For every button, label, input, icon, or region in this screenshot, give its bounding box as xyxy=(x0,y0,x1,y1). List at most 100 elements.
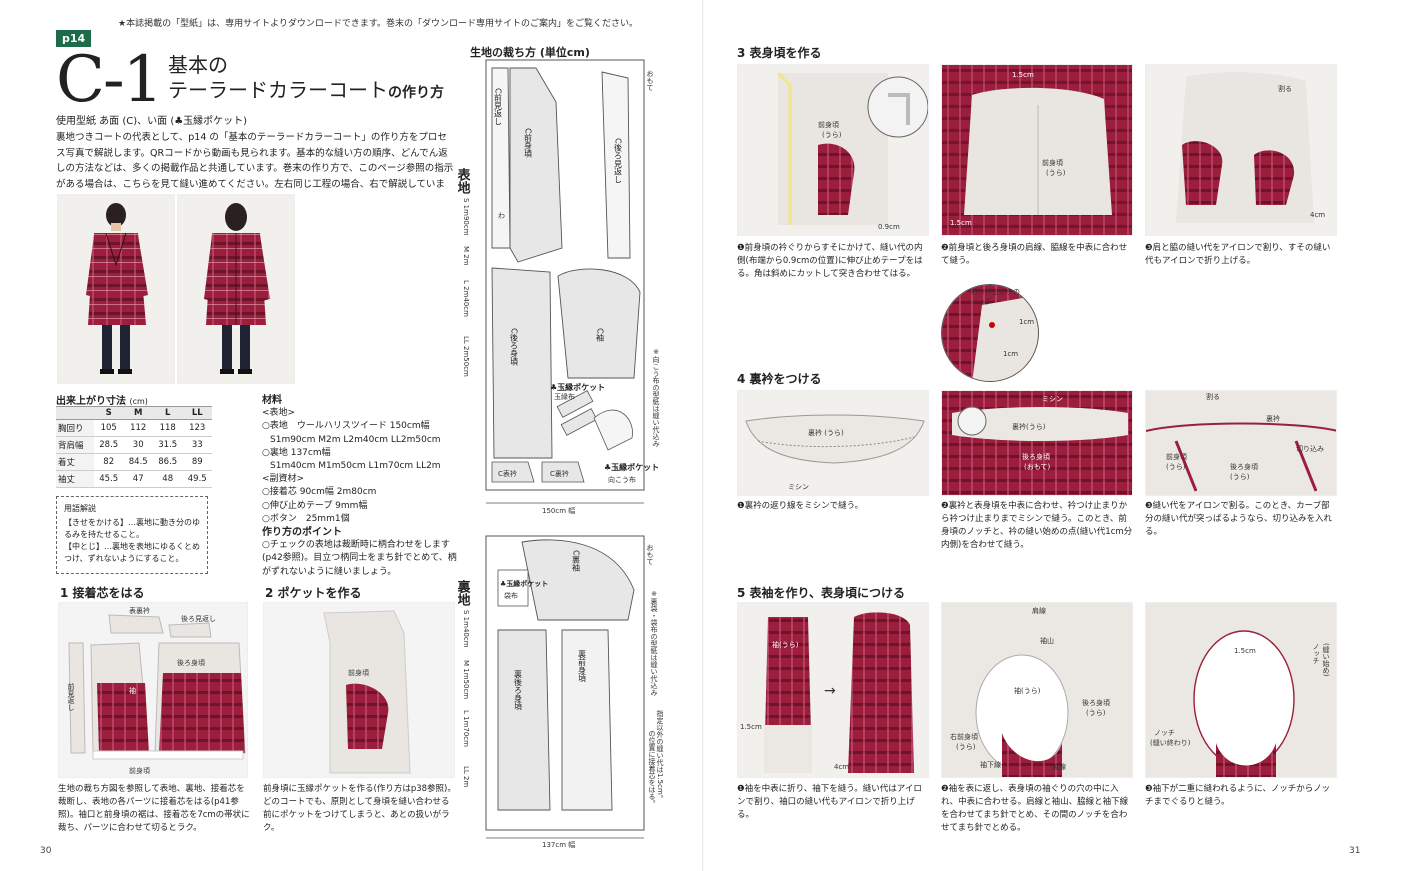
pattern-usage: 使用型紙 あ面 (C)、い面 (♣玉縁ポケット) xyxy=(56,116,248,127)
s4b-label: ミシン xyxy=(1042,395,1063,403)
points-section: 作り方のポイント ○チェックの表地は裁断時に柄合わせをします(p42参照)。目立… xyxy=(262,526,462,579)
model-back-photo xyxy=(177,194,295,384)
s5b-label: 脇線 xyxy=(1052,762,1066,771)
step3b-illustration: 1.5cm 前身頃 (うら) 1.5cm xyxy=(942,65,1132,235)
s5b-label: 肩線 xyxy=(1032,606,1046,615)
s4b-label: 後ろ身頃 xyxy=(1022,452,1050,461)
s4a-label: ミシン xyxy=(788,483,809,491)
outer-fabric-label: 表地 xyxy=(458,167,471,195)
s3b-label: 前身頃 xyxy=(1042,158,1063,167)
step5c-caption: ❸袖下が二重に縫われるように、ノッチからノッチまでぐるりと縫う。 xyxy=(1145,784,1331,807)
step2-text: 前身頃に玉縁ポケットを作る(作り方はp38参照)。どのコートでも、原則として身頃… xyxy=(263,784,456,833)
step4a-caption: ❶裏衿の返り線をミシンで縫う。 xyxy=(737,501,864,511)
s4b-label: 裏衿(うら) xyxy=(1012,422,1046,431)
step5a-photo: → 袖(うら) 1.5cm 4cm xyxy=(737,602,929,778)
s4c-label: 後ろ身頃 xyxy=(1230,462,1258,471)
label-pocket-bag: 向こう布 xyxy=(608,475,636,484)
table-cell: 112 xyxy=(123,419,153,437)
size-header-cell: S xyxy=(93,406,124,420)
s3c-label: 4cm xyxy=(1310,211,1325,219)
materials-line: <副資材> xyxy=(262,474,305,485)
materials-line: ○伸び止めテープ 9mm幅 xyxy=(262,500,368,511)
points-title: 作り方のポイント xyxy=(262,527,342,538)
title-suffix: の作り方 xyxy=(388,85,444,101)
outer-size: LL 2m50cm xyxy=(462,336,470,377)
pattern-piece-pocket xyxy=(556,390,594,418)
table-cell: 45.5 xyxy=(93,470,124,488)
glossary-title: 用語解説 xyxy=(64,504,96,513)
size-table-header: S M L LL xyxy=(56,406,212,420)
lining-width-label: 137cm 幅 xyxy=(542,840,575,849)
table-cell: 86.5 xyxy=(152,453,183,471)
table-cell: 33 xyxy=(182,436,212,454)
s5c-label: ノッチ xyxy=(1154,729,1175,737)
materials-title: 材料 xyxy=(262,395,282,406)
gutter xyxy=(702,0,704,871)
step5b-caption: ❷袖を表に返し、表身頃の袖ぐりの穴の中に入れ、中表に合わせる。肩線と袖山、脇線と… xyxy=(941,784,1129,833)
s3b-label: (うら) xyxy=(1046,169,1066,177)
s5b-label: 後ろ身頃 xyxy=(1082,698,1110,707)
label-collar-top: C表衿 xyxy=(498,469,517,478)
outer-size: S 1m90cm xyxy=(462,198,470,236)
step5a-illustration: → 袖(うら) 1.5cm 4cm xyxy=(740,612,914,773)
pattern-piece-facing xyxy=(491,67,511,249)
step1-heading: 1 接着芯をはる xyxy=(60,586,145,600)
lining-size: LL 2m xyxy=(462,766,470,787)
size-header-cell: M xyxy=(123,406,153,420)
s3d-label: 1cm xyxy=(1019,318,1034,326)
size-header-cell xyxy=(56,406,94,420)
page-title: 基本の テーラードカラーコートの作り方 xyxy=(168,53,444,106)
step5-heading: 5 表袖を作り、表身頃につける xyxy=(737,586,906,600)
s1-label: 袖 xyxy=(129,686,136,695)
s5b-label: 右前身頃 xyxy=(950,732,978,741)
lining-piece-pocket-bag xyxy=(497,569,529,607)
cutting-note2: ※裏袋・袋布の型紙は縫い代込み xyxy=(650,590,658,696)
label-back-facing: C後ろ見返し xyxy=(614,138,623,184)
step5b-photo: 肩線 袖山 袖(うら) 後ろ身頃 (うら) 右前身頃 (うら) 袖下線 脇線 xyxy=(941,602,1133,778)
cutting-note1: ※向こう布の型紙は縫い代込み xyxy=(652,348,660,447)
page-reference-tag: p14 xyxy=(56,30,92,47)
s1-label: 後ろ見返し xyxy=(181,614,216,623)
s5b-label: (うら) xyxy=(1086,709,1106,717)
s3d-label: 衿つけ止まりの xyxy=(971,287,1020,296)
s1-label: 後ろ身頃 xyxy=(177,658,205,667)
s5b-label: 袖山 xyxy=(1040,636,1054,645)
lining-piece-sleeve xyxy=(521,539,635,621)
s3c-label: 割る xyxy=(1278,84,1292,93)
materials-line: S1m40cm M1m50cm L1m70cm LL2m xyxy=(270,461,441,472)
materials-section: 材料 <表地> ○表地 ウールハリスツイード 150cm幅 S1m90cm M2… xyxy=(262,394,462,526)
step3d-closeup xyxy=(941,284,1039,382)
s4c-label: 切り込み xyxy=(1296,444,1324,453)
lining-size: L 1m70cm xyxy=(462,710,470,747)
step5c-photo: 1.5cm ノッチ (縫い始め) ノッチ (縫い終わり) xyxy=(1145,602,1337,778)
label-pocket1: ♣玉縁ポケット xyxy=(550,382,605,392)
lining-fabric-label: 裏地 xyxy=(458,579,471,607)
s5b-label: (うら) xyxy=(956,743,976,751)
s4c-label: 前身頃 xyxy=(1166,452,1187,461)
s5b-label: 袖(うら) xyxy=(1014,686,1041,695)
cutting-note3: 指定以外の縫い代は1.5cm。 xyxy=(656,709,664,802)
label-back: C後ろ身頃 xyxy=(510,328,519,367)
row-label: 背肩幅 xyxy=(56,436,94,454)
notch-closeup-illustration xyxy=(942,285,1038,381)
step1-illustration: 表裏衿 後ろ見返し 後ろ身頃 袖 前見返し 前身頃 xyxy=(67,606,246,775)
step2-heading: 2 ポケットを作る xyxy=(265,586,362,600)
step4c-photo: 割る 裏衿 前身頃 (うら) 後ろ身頃 (うら) 切り込み xyxy=(1145,390,1337,496)
step3-heading: 3 表身頃を作る xyxy=(737,46,822,60)
model-front-photo xyxy=(57,194,175,384)
left-page: ★本誌掲載の「型紙」は、専用サイトよりダウンロードできます。巻末の「ダウンロード… xyxy=(40,19,664,856)
cutting-note4: の位置に接着芯をはる。 xyxy=(648,730,656,807)
s3b-label: 1.5cm xyxy=(950,219,972,227)
step1-text: 生地の裁ち方図を参照して表地、裏地、接着芯を裁断し、表地の各パーツに接着芯をはる… xyxy=(58,784,250,833)
lining-size: M 1m50cm xyxy=(462,660,470,699)
download-note: ★本誌掲載の「型紙」は、専用サイトよりダウンロードできます。巻末の「ダウンロード… xyxy=(118,19,638,29)
size-table-title: 出来上がり寸法 (cm) xyxy=(56,392,148,407)
label-collar-under: C裏衿 xyxy=(550,469,569,478)
s5c-label: ノッチ xyxy=(1312,643,1320,664)
glossary-line: 【きせをかける】…裏地に動き分のゆるみを持たせること。 xyxy=(64,518,200,539)
step3a-illustration: 前身頃 (うら) 0.9cm xyxy=(776,71,928,231)
row-label: 袖丈 xyxy=(56,470,94,488)
outer-size: M 2m xyxy=(462,246,470,266)
s4b-label: (おもて) xyxy=(1024,463,1050,471)
table-cell: 123 xyxy=(182,419,212,437)
